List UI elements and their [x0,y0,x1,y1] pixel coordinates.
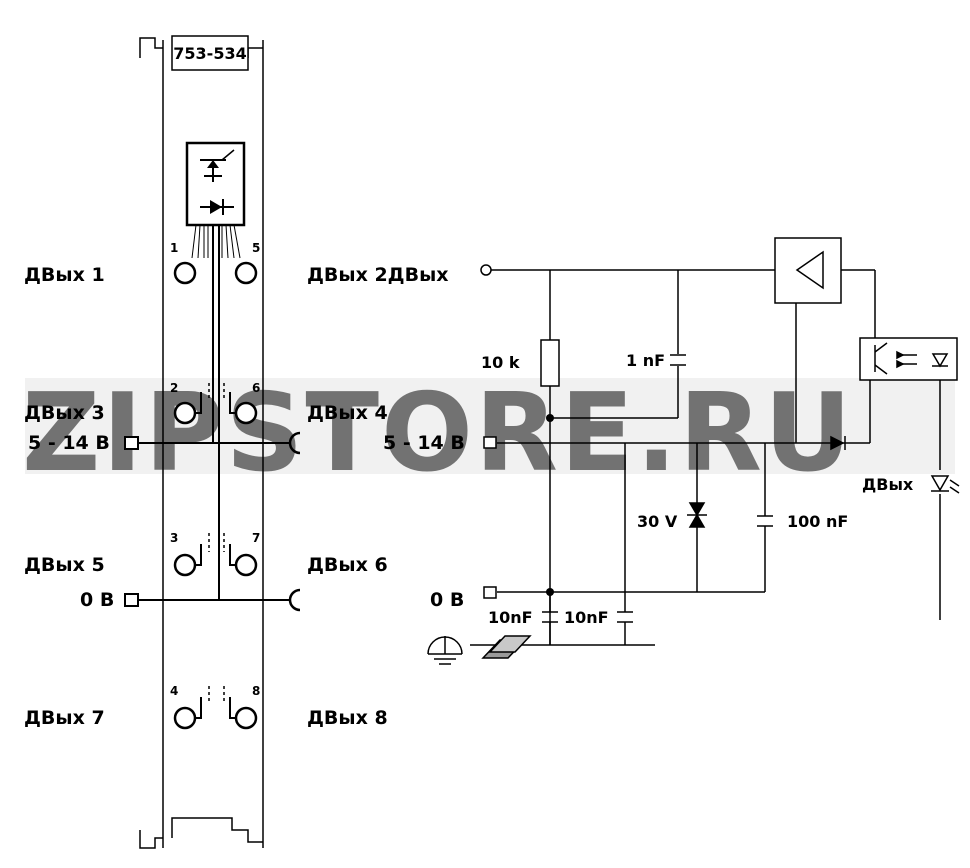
optocoupler [859,337,958,381]
diode-supply [830,435,846,451]
terminal-1-label: 1 [170,241,178,255]
zener-diode [687,502,707,528]
terminal-row-4 [173,686,258,730]
watermark: ZIPSTORE.RU [22,371,955,496]
cap-1nf-label: 1 nF [626,351,665,370]
supply-line-left [124,431,301,455]
terminal-1 [173,261,197,285]
junction-dot [546,414,554,422]
comparator [774,237,842,304]
earth-ground-icon [427,636,463,665]
schematic-wires [470,269,941,646]
terminal-row-2 [173,383,258,425]
terminal-7-label: 7 [252,531,260,545]
capacitor-1nf [670,354,686,366]
resistor-10k [540,339,560,387]
label-out-2: ДВых 2ДВых [307,264,449,286]
label-ground-left: 0 В [80,589,114,611]
terminal-4 [173,706,197,730]
capacitor-100nf [757,515,773,527]
label-out-1: ДВых 1 [24,264,105,286]
label-supply-right: 5 - 14 В [383,432,465,454]
capacitor-10nf-b [617,611,633,623]
label-out-7: ДВых 7 [24,707,105,729]
watermark-text: ZIPSTORE.RU [22,371,854,496]
cap-10nf-a-label: 10nF [488,608,533,627]
watermark-band [25,378,955,474]
terminal-7 [234,553,258,577]
terminal-row-3 [173,533,258,577]
label-out-3: ДВых 3 [24,402,105,424]
terminal-3-label: 3 [170,531,178,545]
label-ground-right: 0 В [430,589,464,611]
ground-terminal [483,586,497,599]
terminal-6-label: 6 [252,381,260,395]
terminal-2-label: 2 [170,381,178,395]
capacitor-10nf-a [542,611,558,645]
terminal-3 [173,553,197,577]
terminal-5 [234,261,258,285]
terminal-8-label: 8 [252,684,260,698]
part-number-box [171,35,249,71]
terminal-4-label: 4 [170,684,178,698]
label-out-6: ДВых 6 [307,554,388,576]
cap-100nf-label: 100 nF [787,512,848,531]
internal-bus [212,225,220,600]
terminal-2 [173,401,197,425]
part-number: 753-534 [173,44,246,63]
resistor-label: 10 k [481,353,520,372]
junction-dot [546,588,554,596]
led-label: ДВых [862,475,914,494]
din-rail-icon [481,635,532,659]
terminal-8 [234,706,258,730]
label-out-4: ДВых 4 [307,402,388,424]
cap-10nf-b-label: 10nF [564,608,609,627]
supply-terminal [483,436,497,449]
terminal-6 [234,401,258,425]
ic-chip [185,141,246,259]
ground-line-left [124,588,301,612]
label-out-5: ДВых 5 [24,554,105,576]
terminal-5-label: 5 [252,241,260,255]
status-led [930,475,960,494]
input-terminal [480,264,492,276]
label-out-8: ДВых 8 [307,707,388,729]
zener-label: 30 V [637,512,678,531]
label-supply-left: 5 - 14 В [28,432,110,454]
